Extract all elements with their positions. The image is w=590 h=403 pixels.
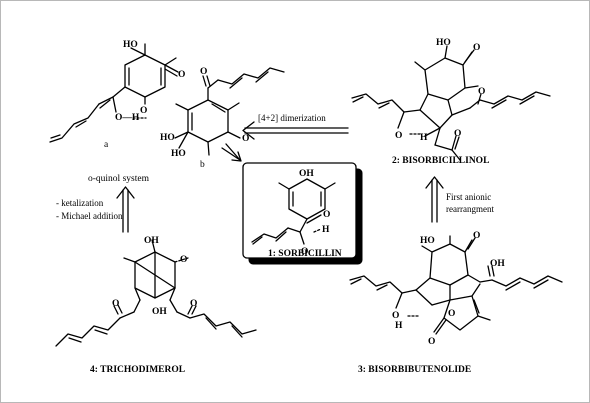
oquinol-structure	[49, 43, 285, 156]
ketalization-label: - ketalization	[56, 198, 104, 208]
bisorbibutenolide-o-top: O	[473, 231, 480, 241]
bisorbibutenolide-o-carbonyl: O	[428, 337, 435, 347]
sorbicillin-o-chain: O	[301, 247, 308, 257]
oquinol-o-b: O	[242, 134, 249, 144]
trichodimerol-o-left: O	[112, 299, 119, 309]
bisorbicillinol-h: H	[420, 133, 428, 143]
ring-a-label: a	[104, 140, 109, 150]
oquinol-oh-hbond: O—H	[115, 113, 140, 123]
oquinol-o-chain-a: O	[140, 106, 147, 116]
anionic-rearrangement-arrow	[425, 176, 444, 223]
bisorbibutenolide-o-lactone: O	[448, 309, 455, 319]
trichodimerol-oh-mid: OH	[152, 307, 167, 317]
anionic-label-2: rearrangment	[446, 204, 494, 214]
sorbicillin-o-ring: O	[323, 210, 330, 220]
dimerization-label: [4+2] dimerization	[258, 113, 326, 123]
bisorbibutenolide-o-left: O	[392, 311, 399, 321]
trichodimerol-oh-top: OH	[144, 236, 159, 246]
trichodimerol-o-right: O	[180, 255, 187, 265]
oquinol-caption: o-quinol system	[88, 174, 150, 184]
bisorbicillinol-o-left: O	[395, 131, 402, 141]
bisorbibutenolide-oh: OH	[490, 259, 505, 269]
trichodimerol-structure	[55, 239, 257, 347]
oquinol-o-chain-b: O	[200, 67, 207, 77]
trichodimerol-caption: 4: TRICHODIMEROL	[90, 365, 185, 375]
trichodimerol-o-right2: O	[190, 299, 197, 309]
ring-b-label: b	[200, 160, 205, 170]
sorbicillin-oh: OH	[299, 169, 314, 179]
bisorbicillinol-ho: HO	[436, 38, 451, 48]
michael-label: - Michael addition	[56, 211, 123, 221]
oquinol-oh-a: HO	[123, 40, 138, 50]
small-open-arrow	[221, 143, 242, 162]
bisorbibutenolide-ho: HO	[420, 236, 435, 246]
bisorbibutenolide-caption: 3: BISORBIBUTENOLIDE	[358, 365, 471, 375]
sorbicillin-h: H	[322, 225, 330, 235]
dimerization-arrow	[242, 121, 349, 140]
sorbicillin-structure	[251, 178, 336, 245]
anionic-label-1: First anionic	[446, 192, 491, 202]
oquinol-ho-b2: HO	[171, 149, 186, 159]
bisorbicillinol-o-chain: O	[478, 87, 485, 97]
sorbicillin-caption: 1: SORBICILLIN	[268, 249, 342, 259]
bisorbicillinol-o-right: O	[454, 129, 461, 139]
oquinol-o-a: O	[178, 70, 185, 80]
oquinol-ho-b1: HO	[160, 133, 175, 143]
bisorbibutenolide-structure	[349, 235, 563, 335]
ketalization-arrow	[116, 186, 135, 233]
bisorbibutenolide-h: H	[395, 321, 403, 331]
bisorbicillinol-caption: 2: BISORBICILLINOL	[392, 156, 489, 166]
bisorbicillinol-o-top: O	[473, 43, 480, 53]
bisorbicillinol-structure	[351, 45, 551, 161]
